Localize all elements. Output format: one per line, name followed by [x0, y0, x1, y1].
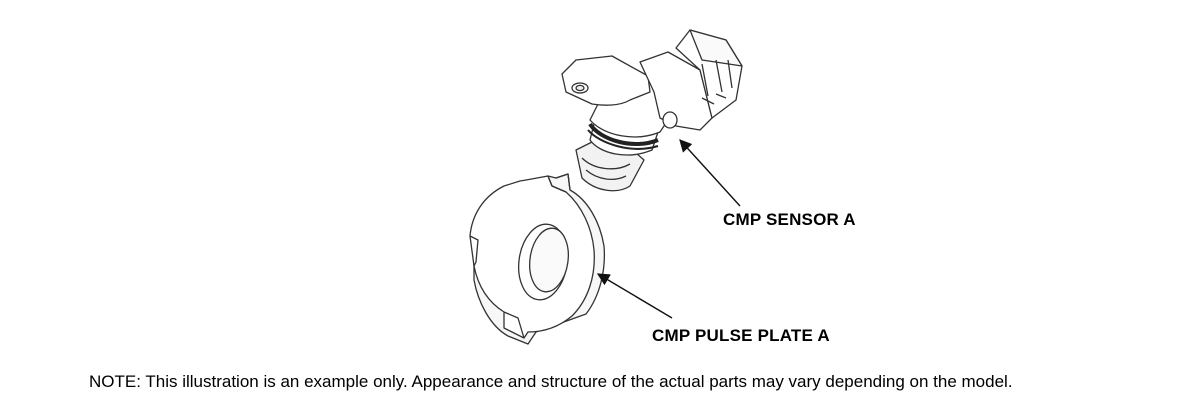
sensor-leader-line: [679, 139, 741, 207]
cmp-pulse-plate-drawing: [469, 173, 606, 345]
plate-leader-line: [596, 273, 673, 319]
illustration-note: NOTE: This illustration is an example on…: [89, 372, 1013, 391]
cmp-sensor-label: CMP SENSOR A: [723, 210, 856, 229]
cmp-sensor-drawing: [561, 29, 743, 192]
cmp-pulse-plate-label: CMP PULSE PLATE A: [652, 326, 830, 345]
